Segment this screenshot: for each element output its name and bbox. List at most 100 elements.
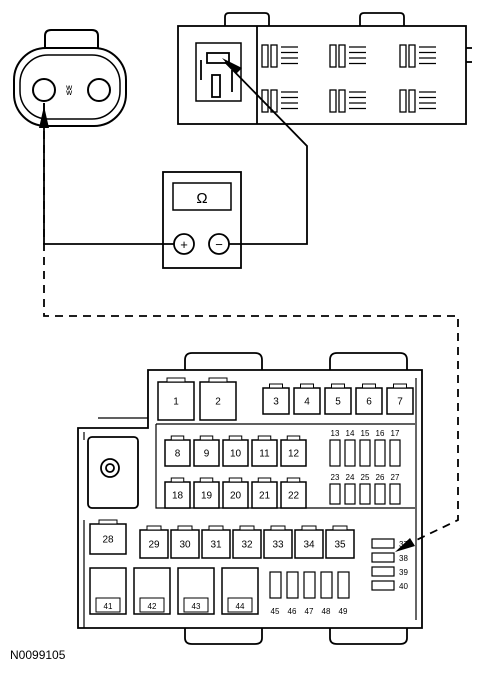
fuse-11: 11 [251,435,278,467]
fuse-22-label: 22 [288,491,300,502]
fuse-18-label: 18 [172,491,184,502]
fuse-6: 6 [355,383,383,415]
fuse-14: 14 [344,429,356,467]
fuse-2-label: 2 [215,397,221,408]
fuse-17: 17 [389,429,401,467]
fuse-23-label: 23 [331,473,340,482]
fuse-4: 4 [293,383,321,415]
relay-43-label: 43 [192,602,201,611]
fuse-30: 30 [170,525,200,559]
fuse-9: 9 [193,435,220,467]
harness-connector [13,29,127,127]
fuse-13: 13 [329,429,341,467]
fuse-11-label: 11 [259,449,270,460]
meter-display-symbol: Ω [196,190,207,207]
fuse-8: 8 [164,435,191,467]
fuse-48-label: 48 [322,607,331,616]
fuse-27-label: 27 [391,473,400,482]
fuse-12-label: 12 [288,449,300,460]
fuse-3-label: 3 [273,397,279,408]
fuse-22: 22 [280,477,307,509]
fuse-21: 21 [251,477,278,509]
terminal-block [329,89,366,113]
fuse-4-label: 4 [304,397,310,408]
fuse-7: 7 [386,383,414,415]
meter-negative-label: − [215,237,223,252]
relay-module [177,12,472,125]
terminal-block [399,44,436,68]
fuse-39: 39 [371,566,408,577]
fuse-37: 37 [371,538,408,549]
fuse-32: 32 [232,525,262,559]
fuse-5: 5 [324,383,352,415]
fuse-26: 26 [374,473,386,505]
figure-id: N0099105 [10,648,66,662]
fuse-26-label: 26 [376,473,385,482]
fuse-33: 33 [263,525,293,559]
arrow-relay-terminal [222,58,242,74]
fuse-10-label: 10 [230,449,242,460]
probe-arrows [39,58,415,552]
fuse-29-label: 29 [148,540,160,551]
fuse-30-label: 30 [179,540,191,551]
fuse-14-label: 14 [346,429,355,438]
fuse-38-label: 38 [399,554,408,563]
fuse-45-label: 45 [271,607,280,616]
fuse-16: 16 [374,429,386,467]
terminal-block [399,89,436,113]
fuse-29: 29 [139,525,169,559]
fuse-40-label: 40 [399,582,408,591]
fuse-35-label: 35 [334,540,346,551]
fuse-19: 19 [193,477,220,509]
relay-28: 28 [89,519,127,555]
relay-42-label: 42 [148,602,157,611]
fuse-32-label: 32 [241,540,253,551]
relay-28-label: 28 [102,535,114,546]
fuse-24-label: 24 [346,473,355,482]
arrow-connector-pin [39,106,49,128]
fuse-37-label: 37 [399,540,408,549]
fuse-27: 27 [389,473,401,505]
relay-terminal-blocks [261,44,436,113]
fuse-45: 45 [269,571,282,616]
fuse-21-label: 21 [259,491,271,502]
connector-pin-right [87,78,111,102]
meter-positive-label: + [180,237,188,252]
fuse-31: 31 [201,525,231,559]
dashed-lead [43,103,459,549]
fuse-19-label: 19 [201,491,213,502]
relay-43: 43 [177,567,215,615]
fuse-3: 3 [262,383,290,415]
fuse-49-label: 49 [339,607,348,616]
fuse-18: 18 [164,477,191,509]
fuse-23: 23 [329,473,341,505]
relay-41-label: 41 [104,602,113,611]
fuse-20-label: 20 [230,491,242,502]
relay-41: 41 [89,567,127,615]
fuse-13-label: 13 [331,429,340,438]
positive-lead [43,103,174,245]
terminal-block [261,44,298,68]
fuse-25: 25 [359,473,371,505]
fuse-17-label: 17 [391,429,400,438]
fuse-34: 34 [294,525,324,559]
fuse-31-label: 31 [210,540,222,551]
fuse-48: 48 [320,571,333,616]
fuse-box-housing [77,352,423,645]
fuse-33-label: 33 [272,540,284,551]
fuse-12: 12 [280,435,307,467]
fuse-46: 46 [286,571,299,616]
negative-lead [224,61,308,245]
terminal-block [329,44,366,68]
fuse-9-label: 9 [204,449,210,460]
fuse-7-label: 7 [397,397,403,408]
test-leads [43,61,459,549]
fuse-6-label: 6 [366,397,372,408]
fuse-1: 1 [157,377,195,421]
fuse-46-label: 46 [288,607,297,616]
fuse-24: 24 [344,473,356,505]
fuse-38: 38 [371,552,408,563]
fuse-47: 47 [303,571,316,616]
